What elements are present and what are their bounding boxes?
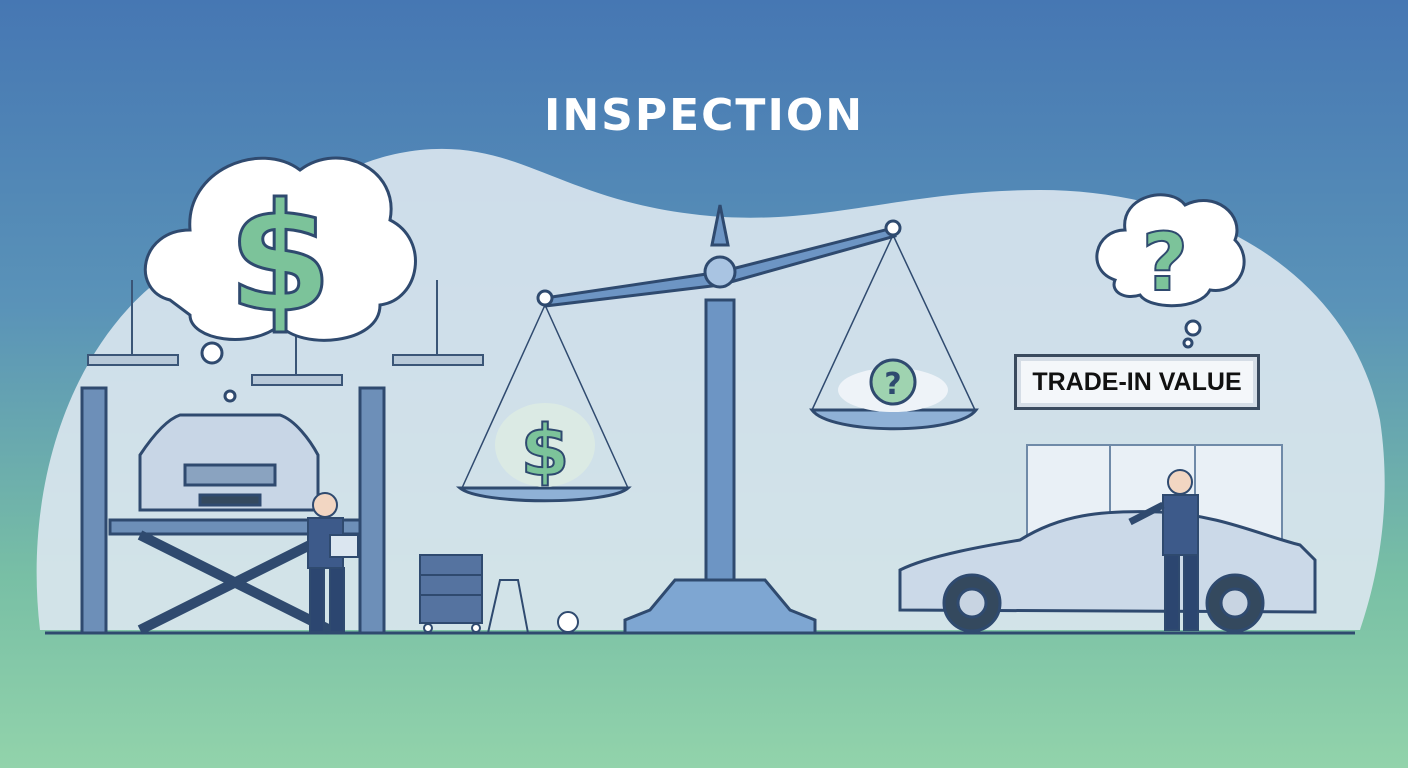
salesman <box>1128 469 1199 631</box>
sedan-car <box>898 510 1317 633</box>
thought-cloud-right <box>1095 193 1246 349</box>
car-lift <box>80 386 386 635</box>
thought-cloud-left <box>143 156 417 403</box>
tool-cart <box>419 554 579 634</box>
question-coin <box>869 358 917 406</box>
car-on-lift <box>138 413 320 512</box>
page-title: INSPECTION <box>543 90 865 141</box>
trade-in-value-sign: TRADE-IN VALUE <box>1014 354 1260 410</box>
dollar-symbol-pan: $ <box>521 410 570 492</box>
mechanic <box>307 492 359 633</box>
question-symbol-coin: ? <box>884 367 901 402</box>
dollar-symbol-large: $ <box>228 172 332 346</box>
question-symbol-cloud: ? <box>1142 216 1188 309</box>
